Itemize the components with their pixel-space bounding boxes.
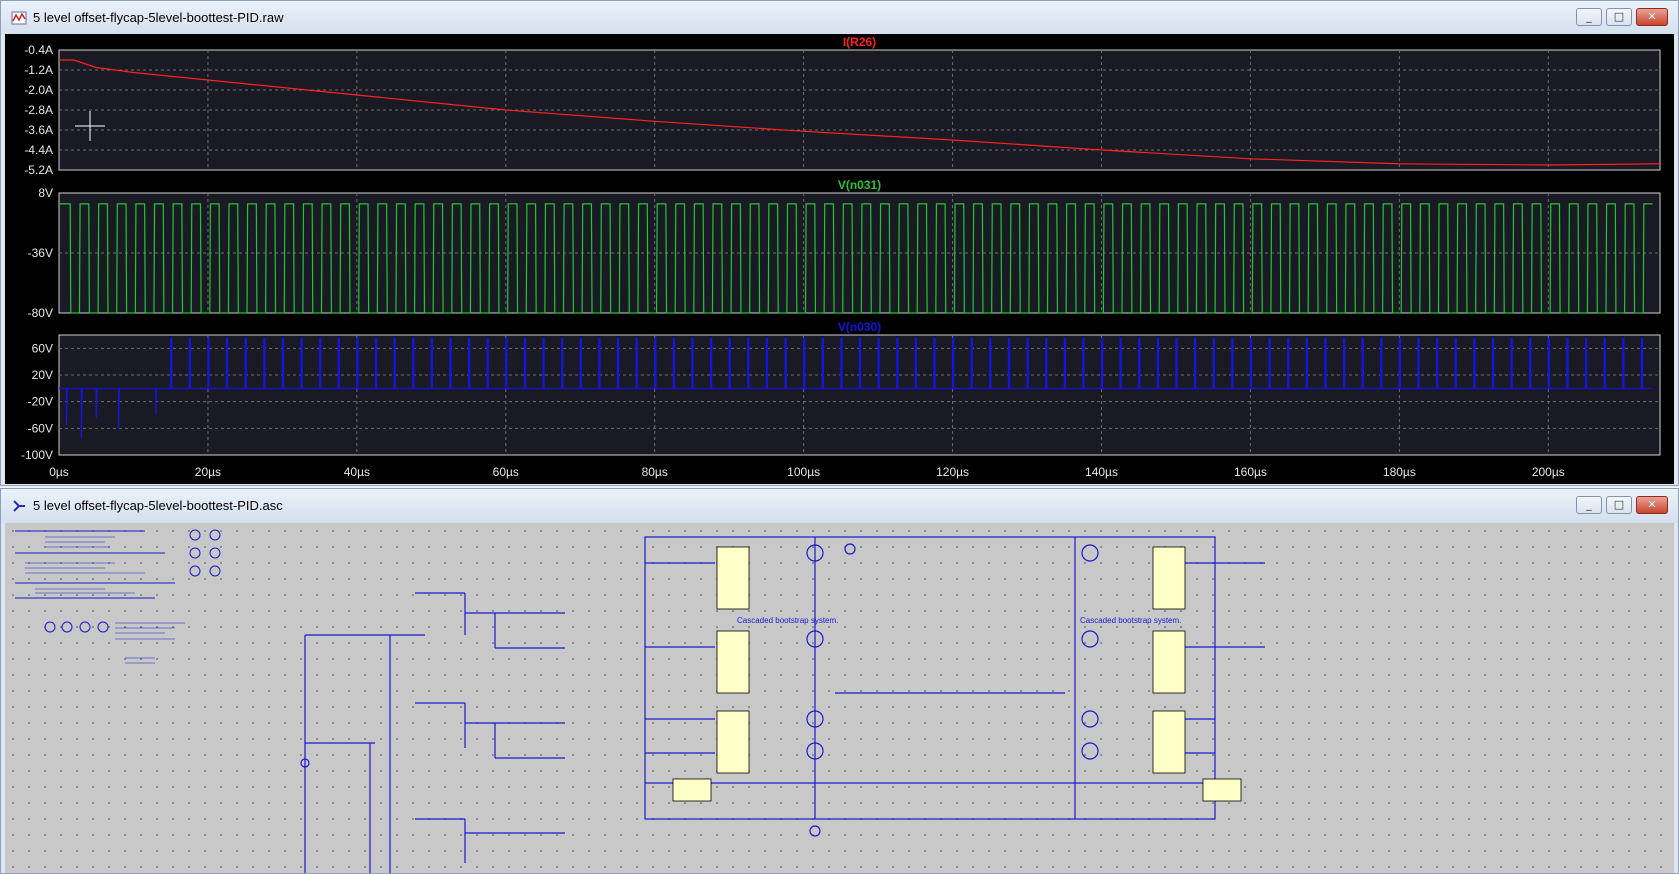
y-tick-label: -100V xyxy=(21,448,53,462)
x-tick-label: 120µs xyxy=(936,465,969,479)
gate-driver-ics[interactable] xyxy=(672,546,1242,802)
x-tick-label: 20µs xyxy=(195,465,221,479)
y-tick-label: -2.0A xyxy=(24,83,53,97)
waveform-trace[interactable] xyxy=(59,203,1653,314)
waveform-plot-area[interactable]: -0.4A -1.2A -2.0A -2.8A -3.6A -4.4A -5.2A I(R26… xyxy=(5,34,1674,484)
minimize-button[interactable]: _ xyxy=(1576,8,1602,26)
x-tick-label: 140µs xyxy=(1085,465,1118,479)
power-stage-circuit[interactable] xyxy=(644,536,1265,837)
trace-name[interactable]: I(R26) xyxy=(843,35,876,49)
waveform-titlebar[interactable]: 5 level offset-flycap-5level-boottest-PI… xyxy=(1,1,1678,35)
y-tick-label: -20V xyxy=(28,395,53,409)
y-tick-label: -36V xyxy=(28,246,53,260)
schematic-window[interactable]: 5 level offset-flycap-5level-boottest-PI… xyxy=(0,488,1679,874)
bootstrap-label-right: Cascaded bootstrap system. xyxy=(1080,616,1181,625)
y-tick-label: -3.6A xyxy=(24,123,53,137)
schematic-drawing[interactable]: Cascaded bootstrap system. Cascaded boot… xyxy=(5,523,1674,873)
minimize-button[interactable]: _ xyxy=(1576,496,1602,514)
maximize-button[interactable]: □ xyxy=(1606,8,1632,26)
schematic-titlebar[interactable]: 5 level offset-flycap-5level-boottest-PI… xyxy=(1,489,1678,523)
x-tick-label: 60µs xyxy=(493,465,519,479)
y-tick-label: 20V xyxy=(32,368,53,382)
schematic-labels: Cascaded bootstrap system. Cascaded boot… xyxy=(737,616,1181,625)
waveform-app-icon xyxy=(11,11,27,25)
x-tick-label: 0µs xyxy=(49,465,69,479)
y-tick-label: -1.2A xyxy=(24,63,53,77)
schematic-window-title: 5 level offset-flycap-5level-boottest-PI… xyxy=(33,498,283,513)
pid-controller-circuit[interactable] xyxy=(300,592,565,873)
x-tick-label: 200µs xyxy=(1532,465,1565,479)
y-tick-label: -80V xyxy=(28,306,53,320)
bootstrap-label-left: Cascaded bootstrap system. xyxy=(737,616,838,625)
close-button[interactable]: ✕ xyxy=(1636,8,1668,26)
trace-name[interactable]: V(n031) xyxy=(838,178,881,192)
x-tick-label: 100µs xyxy=(787,465,820,479)
y-tick-label: 60V xyxy=(32,341,53,355)
close-button[interactable]: ✕ xyxy=(1636,496,1668,514)
x-tick-label: 40µs xyxy=(344,465,370,479)
waveform-trace[interactable] xyxy=(59,337,1653,439)
trace-name[interactable]: V(n030) xyxy=(838,320,881,334)
x-tick-label: 160µs xyxy=(1234,465,1267,479)
y-tick-label: -5.2A xyxy=(24,163,53,177)
waveform-plots[interactable]: -0.4A -1.2A -2.0A -2.8A -3.6A -4.4A -5.2A I(R26… xyxy=(5,34,1674,484)
y-tick-label: -2.8A xyxy=(24,103,53,117)
waveform-window[interactable]: 5 level offset-flycap-5level-boottest-PI… xyxy=(0,0,1679,486)
maximize-button[interactable]: □ xyxy=(1606,496,1632,514)
y-tick-label: -4.4A xyxy=(24,143,53,157)
y-tick-label: 8V xyxy=(38,186,53,200)
schematic-app-icon xyxy=(13,500,25,512)
x-tick-label: 80µs xyxy=(642,465,668,479)
schematic-canvas[interactable]: Cascaded bootstrap system. Cascaded boot… xyxy=(5,523,1674,873)
y-tick-label: -0.4A xyxy=(24,43,53,57)
waveform-trace[interactable] xyxy=(59,59,1661,166)
y-tick-label: -60V xyxy=(28,421,53,435)
simulation-directives[interactable] xyxy=(15,529,221,664)
x-tick-label: 180µs xyxy=(1383,465,1416,479)
waveform-window-title: 5 level offset-flycap-5level-boottest-PI… xyxy=(33,10,284,25)
